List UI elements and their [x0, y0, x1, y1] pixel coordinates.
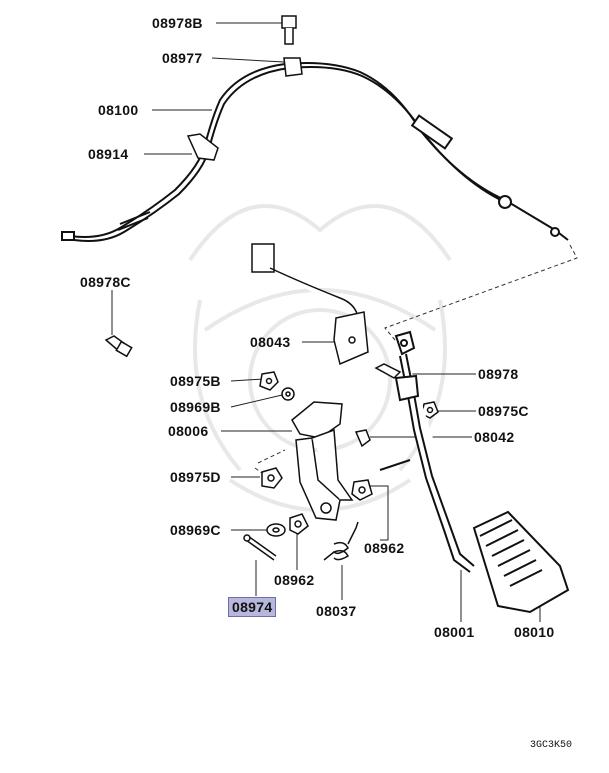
nut-08975B-icon: [259, 371, 279, 391]
callout-08978C[interactable]: 08978C: [80, 274, 131, 290]
spring-08037-icon: [323, 521, 359, 561]
callout-08100[interactable]: 08100: [98, 102, 139, 118]
washer-08969C-icon: [266, 523, 286, 537]
callout-08043[interactable]: 08043: [250, 334, 291, 350]
callout-08969C[interactable]: 08969C: [170, 522, 221, 538]
bolt-08978-icon: [374, 363, 402, 379]
callout-08006[interactable]: 08006: [168, 423, 209, 439]
callout-08975B[interactable]: 08975B: [170, 373, 221, 389]
pin-08974-icon: [243, 534, 277, 561]
bushing-08962-icon: [289, 479, 373, 535]
callout-08969B[interactable]: 08969B: [170, 399, 221, 415]
callout-08962-right[interactable]: 08962: [364, 540, 405, 556]
bolt-08978B-icon: [281, 15, 297, 45]
nut-08975D-icon: [261, 467, 283, 489]
callout-08010[interactable]: 08010: [514, 624, 555, 640]
sensor-08043-icon: [251, 243, 369, 366]
watermark-emblem: [188, 204, 452, 512]
callout-08977[interactable]: 08977: [162, 50, 203, 66]
callout-08962-left[interactable]: 08962: [274, 572, 315, 588]
leader-lines: [111, 22, 541, 622]
clamp-08977-icon: [283, 57, 303, 77]
callout-08975C[interactable]: 08975C: [478, 403, 529, 419]
clip-08914-icon: [186, 133, 219, 161]
callout-08974-highlighted[interactable]: 08974: [228, 597, 277, 617]
callout-08975D[interactable]: 08975D: [170, 469, 221, 485]
bracket-08006-icon: [291, 401, 354, 521]
bolt-08978C-icon: [104, 335, 133, 358]
pedal-pad-08010-icon: [472, 510, 570, 614]
accelerator-cable: [61, 62, 569, 242]
callout-08042[interactable]: 08042: [474, 429, 515, 445]
pedal-arm-08001-icon: [379, 330, 475, 573]
washer-08969B-icon: [281, 387, 295, 401]
callout-08037[interactable]: 08037: [316, 603, 357, 619]
callout-08914[interactable]: 08914: [88, 146, 129, 162]
callout-08978[interactable]: 08978: [478, 366, 519, 382]
callout-08978B[interactable]: 08978B: [152, 15, 203, 31]
diagram-code: 3GC3K50: [530, 740, 573, 751]
callout-08001[interactable]: 08001: [434, 624, 475, 640]
guide-lines: [254, 244, 578, 483]
stopper-08042-icon: [354, 429, 371, 448]
